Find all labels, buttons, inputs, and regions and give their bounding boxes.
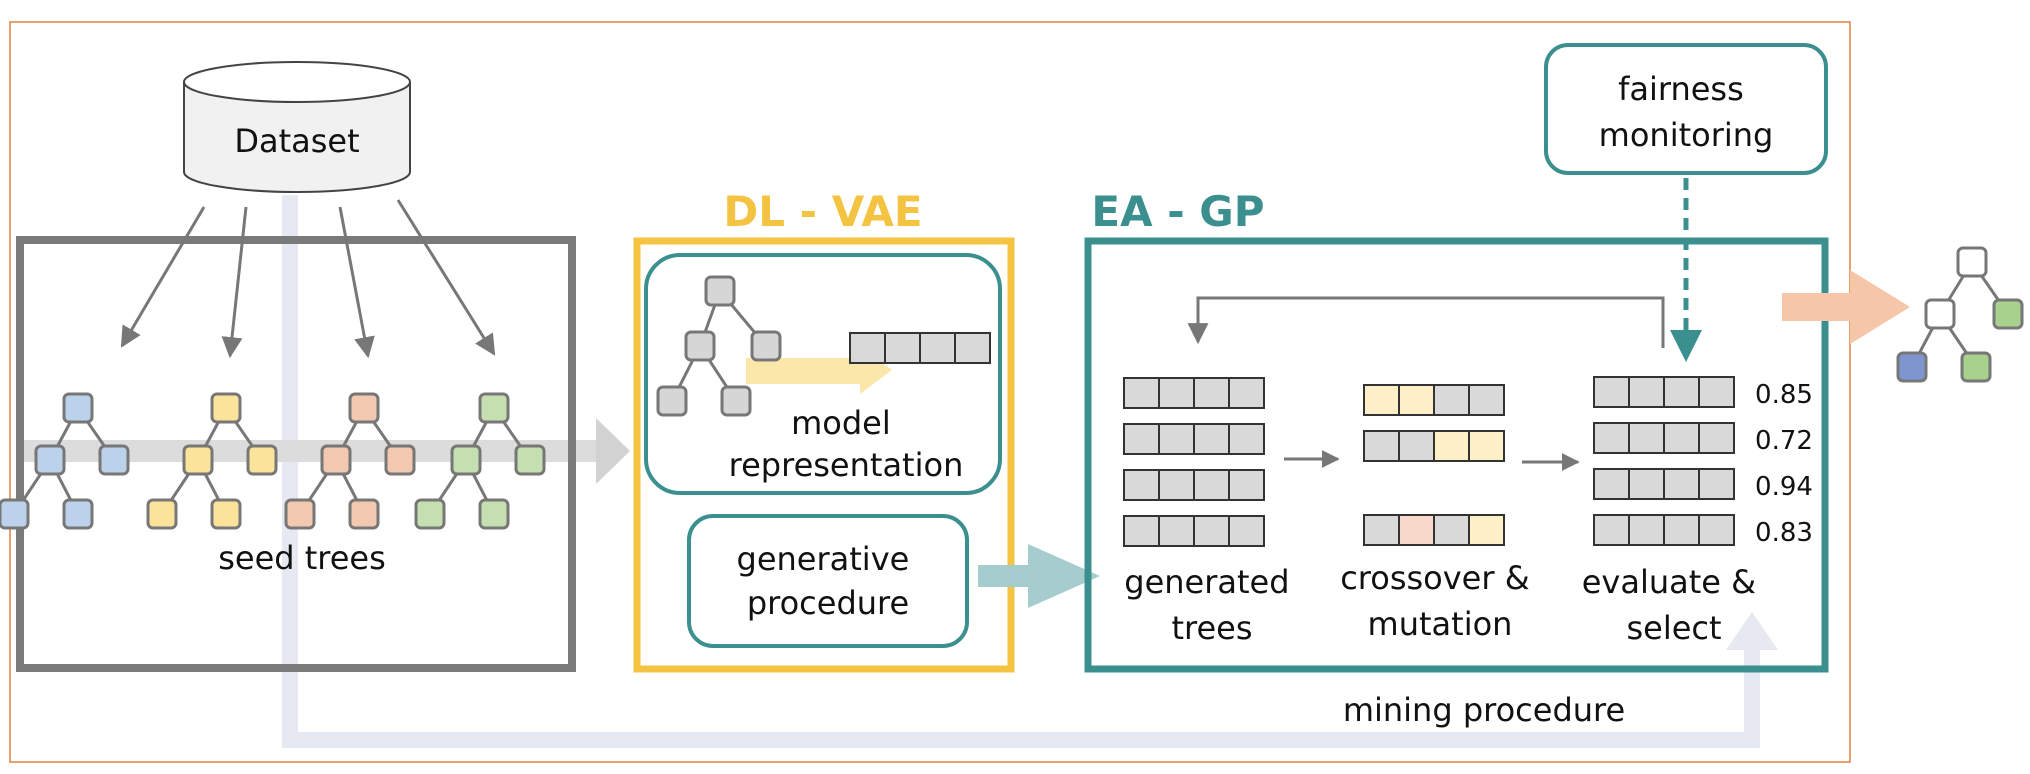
- generated-trees-line1: generated: [1124, 563, 1289, 601]
- ea-gp-box: [1084, 237, 1829, 673]
- vector: [1593, 468, 1735, 500]
- tree-node: [320, 444, 352, 476]
- fitness-score: 0.85: [1755, 380, 1813, 410]
- loop-arrow: [1187, 296, 1665, 348]
- vae-to-ea-arrow: [978, 544, 1100, 608]
- dataset-label: Dataset: [234, 122, 359, 160]
- model-representation-label: model representation: [729, 404, 964, 484]
- outer-frame: [9, 21, 1851, 763]
- model-representation-line1: model: [791, 404, 891, 442]
- vector: [1593, 514, 1735, 546]
- fitness-score: 0.72: [1755, 426, 1813, 456]
- tree-node: [348, 392, 380, 424]
- tree-node: [514, 444, 546, 476]
- crossover-vectors: [1363, 384, 1505, 546]
- tree-node: [182, 444, 214, 476]
- tree-node: [450, 444, 482, 476]
- mining-procedure-label: mining procedure: [1343, 691, 1625, 729]
- vector: [1593, 376, 1735, 408]
- output-tree: [1896, 246, 2024, 383]
- output-arrow: [1782, 270, 1910, 344]
- tree-node: [284, 498, 316, 530]
- generative-procedure-line2: procedure: [747, 584, 909, 622]
- fairness-monitoring-line1: fairness: [1618, 70, 1744, 108]
- generative-procedure-label: generative procedure: [737, 540, 920, 622]
- tree-node: [98, 444, 130, 476]
- tree-node: [384, 444, 416, 476]
- dl-vae-title: DL - VAE: [723, 187, 922, 236]
- vector: [1123, 423, 1265, 455]
- crossover-mutation-line1: crossover &: [1340, 559, 1529, 597]
- mining-procedure-path: [282, 195, 1778, 748]
- fairness-monitoring-label: fairness monitoring: [1599, 70, 1774, 154]
- seed-tree: [414, 392, 546, 530]
- vector: [1123, 515, 1265, 547]
- vector: [1123, 377, 1265, 409]
- fairness-dashed-arrow: [1670, 178, 1702, 362]
- tree-node: [210, 498, 242, 530]
- tree-node: [414, 498, 446, 530]
- tree-node: [478, 498, 510, 530]
- generated-tree-vectors: [1123, 377, 1265, 547]
- fairness-monitoring-box: [1544, 43, 1828, 175]
- fitness-score: 0.83: [1755, 518, 1813, 548]
- tree-node: [246, 444, 278, 476]
- vector: [849, 332, 991, 364]
- dl-vae-box: [633, 237, 1015, 673]
- crossover-mutation-line2: mutation: [1368, 605, 1513, 643]
- tree-node: [478, 392, 510, 424]
- fitness-score: 0.94: [1755, 472, 1813, 502]
- tree-node: [0, 498, 30, 530]
- vae-tree-nodes: [656, 275, 782, 417]
- fitness-scores: 0.85 0.72 0.94 0.83: [1755, 380, 1813, 548]
- latent-vector: [849, 332, 991, 364]
- generated-trees-line2: trees: [1171, 609, 1252, 647]
- seed-tree: [146, 392, 278, 530]
- tree-node: [146, 498, 178, 530]
- evaluate-vectors: [1593, 376, 1735, 546]
- evaluate-select-line2: select: [1626, 609, 1721, 647]
- dataset-arrows: [120, 199, 496, 359]
- vector: [1593, 422, 1735, 454]
- tree-node: [62, 392, 94, 424]
- model-representation-box: [644, 253, 1002, 495]
- seed-tree: [0, 392, 130, 530]
- fairness-monitoring-line2: monitoring: [1599, 116, 1774, 154]
- tree-node: [34, 444, 66, 476]
- dataset-cylinder: [183, 61, 411, 193]
- ea-gp-title: EA - GP: [1091, 187, 1264, 236]
- seed-trees-label: seed trees: [218, 539, 386, 577]
- seed-trees: [0, 392, 546, 530]
- tree-node: [210, 392, 242, 424]
- vector: [1363, 514, 1505, 546]
- vector: [1363, 430, 1505, 462]
- generative-procedure-line1: generative: [737, 540, 910, 578]
- generative-procedure-box: [687, 514, 969, 648]
- seed-trees-box: [16, 236, 576, 672]
- generated-trees-label: generated trees: [1124, 563, 1299, 647]
- vector: [1363, 384, 1505, 416]
- evaluate-select-label: evaluate & select: [1582, 563, 1767, 647]
- vector: [1123, 469, 1265, 501]
- seed-tree: [284, 392, 416, 530]
- crossover-mutation-label: crossover & mutation: [1340, 559, 1540, 643]
- evaluate-select-line1: evaluate &: [1582, 563, 1756, 601]
- tree-node: [348, 498, 380, 530]
- model-representation-line2: representation: [729, 446, 964, 484]
- tree-node: [62, 498, 94, 530]
